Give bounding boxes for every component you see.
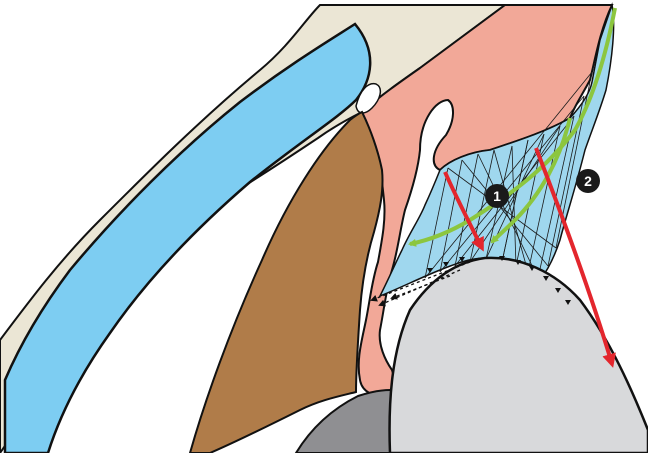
marker-1-label: 1 xyxy=(493,188,501,204)
marker-1-badge: 1 xyxy=(485,184,509,208)
marker-2-label: 2 xyxy=(584,173,592,189)
marker-2-badge: 2 xyxy=(576,169,600,193)
